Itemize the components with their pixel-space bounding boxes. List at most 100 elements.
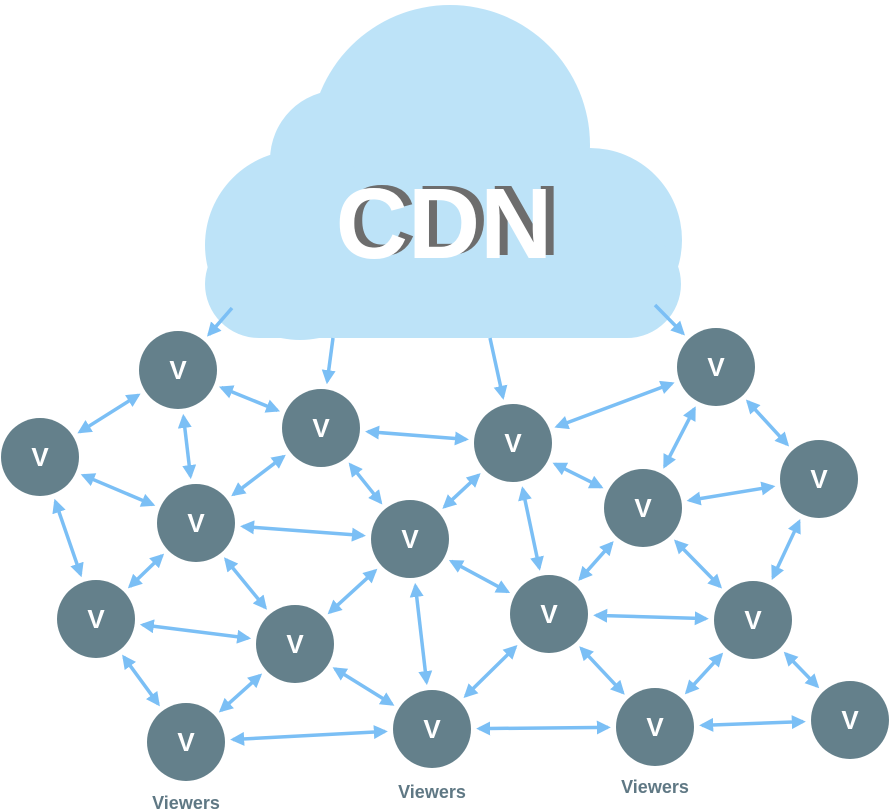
viewer-node: V — [677, 328, 755, 406]
bidirectional-arrow — [52, 498, 84, 578]
bidirectional-arrow — [783, 651, 820, 689]
bidirectional-arrow — [327, 568, 378, 615]
viewer-nodes: V V V V V V V V V V V V V V V V V — [1, 328, 889, 781]
viewer-node: V — [604, 469, 682, 547]
bidirectional-arrow — [745, 399, 790, 447]
viewer-node: V — [139, 331, 217, 409]
viewer-node-label: V — [634, 493, 652, 523]
bidirectional-arrow — [593, 608, 709, 626]
bidirectional-arrow — [699, 715, 806, 732]
viewer-node-circle — [510, 575, 588, 653]
viewer-node-label: V — [312, 413, 330, 443]
cloud — [205, 5, 682, 340]
viewer-node-circle — [780, 440, 858, 518]
viewer-node-circle — [139, 331, 217, 409]
viewer-node-label: V — [810, 464, 828, 494]
viewer-node-label: V — [707, 352, 725, 382]
cdn-arrow — [488, 337, 508, 400]
bidirectional-arrow — [127, 553, 165, 589]
viewer-node-circle — [57, 580, 135, 658]
cdn-arrow — [321, 337, 336, 385]
cdn-arrow — [207, 306, 234, 337]
bidirectional-arrow — [554, 380, 675, 430]
bidirectional-arrow — [218, 385, 281, 413]
viewer-node: V — [1, 418, 79, 496]
viewer-node-label: V — [169, 355, 187, 385]
bidirectional-arrow — [552, 462, 604, 489]
viewer-node-label: V — [423, 714, 441, 744]
bidirectional-arrow — [578, 541, 614, 581]
bidirectional-arrow — [673, 539, 723, 589]
viewer-node-label: V — [841, 705, 859, 735]
bidirectional-arrow — [579, 646, 625, 695]
bidirectional-arrow — [139, 619, 252, 644]
bidirectional-arrow — [365, 425, 469, 446]
bidirectional-arrow — [332, 667, 395, 706]
bidirectional-arrow — [122, 654, 160, 707]
viewer-node-circle — [282, 389, 360, 467]
bidirectional-arrow — [348, 462, 383, 505]
viewer-node-label: V — [744, 605, 762, 635]
viewer-node-label: V — [187, 508, 205, 538]
viewer-node-circle — [371, 500, 449, 578]
viewer-node: V — [57, 580, 135, 658]
viewer-node-label: V — [177, 727, 195, 757]
bidirectional-arrow — [409, 582, 433, 686]
viewer-node-circle — [714, 581, 792, 659]
bidirectional-arrow — [476, 720, 611, 736]
viewer-node: V — [147, 703, 225, 781]
bidirectional-arrow — [684, 652, 724, 695]
connections — [52, 303, 820, 746]
bidirectional-arrow — [177, 413, 197, 480]
viewers-label: Viewers — [152, 793, 220, 812]
viewer-node-label: V — [31, 442, 49, 472]
bidirectional-arrow — [442, 473, 481, 509]
viewer-node-circle — [157, 484, 235, 562]
viewer-node-label: V — [646, 712, 664, 742]
bidirectional-arrow — [231, 454, 286, 497]
viewer-node-label: V — [401, 524, 419, 554]
viewer-node-circle — [393, 690, 471, 768]
viewer-node-label: V — [87, 604, 105, 634]
viewer-node-circle — [147, 703, 225, 781]
bidirectional-arrow — [218, 673, 263, 713]
viewer-node: V — [393, 690, 471, 768]
bidirectional-arrow — [230, 725, 388, 746]
viewer-node: V — [256, 605, 334, 683]
bidirectional-arrow — [463, 644, 518, 699]
bidirectional-arrow — [80, 473, 156, 507]
viewer-node-label: V — [504, 428, 522, 458]
cdn-text: CDN — [336, 168, 553, 280]
viewer-node-circle — [616, 688, 694, 766]
viewer-node-circle — [1, 418, 79, 496]
viewer-node: V — [510, 575, 588, 653]
bidirectional-arrow — [518, 486, 544, 571]
cdn-logo: CDN — [336, 168, 553, 280]
bidirectional-arrow — [686, 481, 776, 506]
viewer-node: V — [616, 688, 694, 766]
bidirectional-arrow — [663, 406, 696, 469]
bidirectional-arrow — [77, 393, 141, 434]
bidirectional-arrow — [448, 559, 511, 594]
viewer-node: V — [474, 404, 552, 482]
viewer-node: V — [282, 389, 360, 467]
cdn-arrow — [653, 303, 686, 336]
viewer-node-label: V — [540, 599, 558, 629]
viewer-node-circle — [811, 681, 889, 759]
viewer-node-circle — [256, 605, 334, 683]
bidirectional-arrow — [771, 519, 801, 580]
viewer-node: V — [780, 440, 858, 518]
viewer-node-circle — [677, 328, 755, 406]
viewers-label: Viewers — [621, 777, 689, 797]
viewer-node-label: V — [286, 629, 304, 659]
viewer-node: V — [714, 581, 792, 659]
viewer-node-circle — [604, 469, 682, 547]
bidirectional-arrow — [223, 557, 268, 610]
bidirectional-arrow — [240, 520, 366, 542]
viewer-node: V — [157, 484, 235, 562]
viewer-node: V — [371, 500, 449, 578]
viewer-node-circle — [474, 404, 552, 482]
viewers-label: Viewers — [398, 782, 466, 802]
